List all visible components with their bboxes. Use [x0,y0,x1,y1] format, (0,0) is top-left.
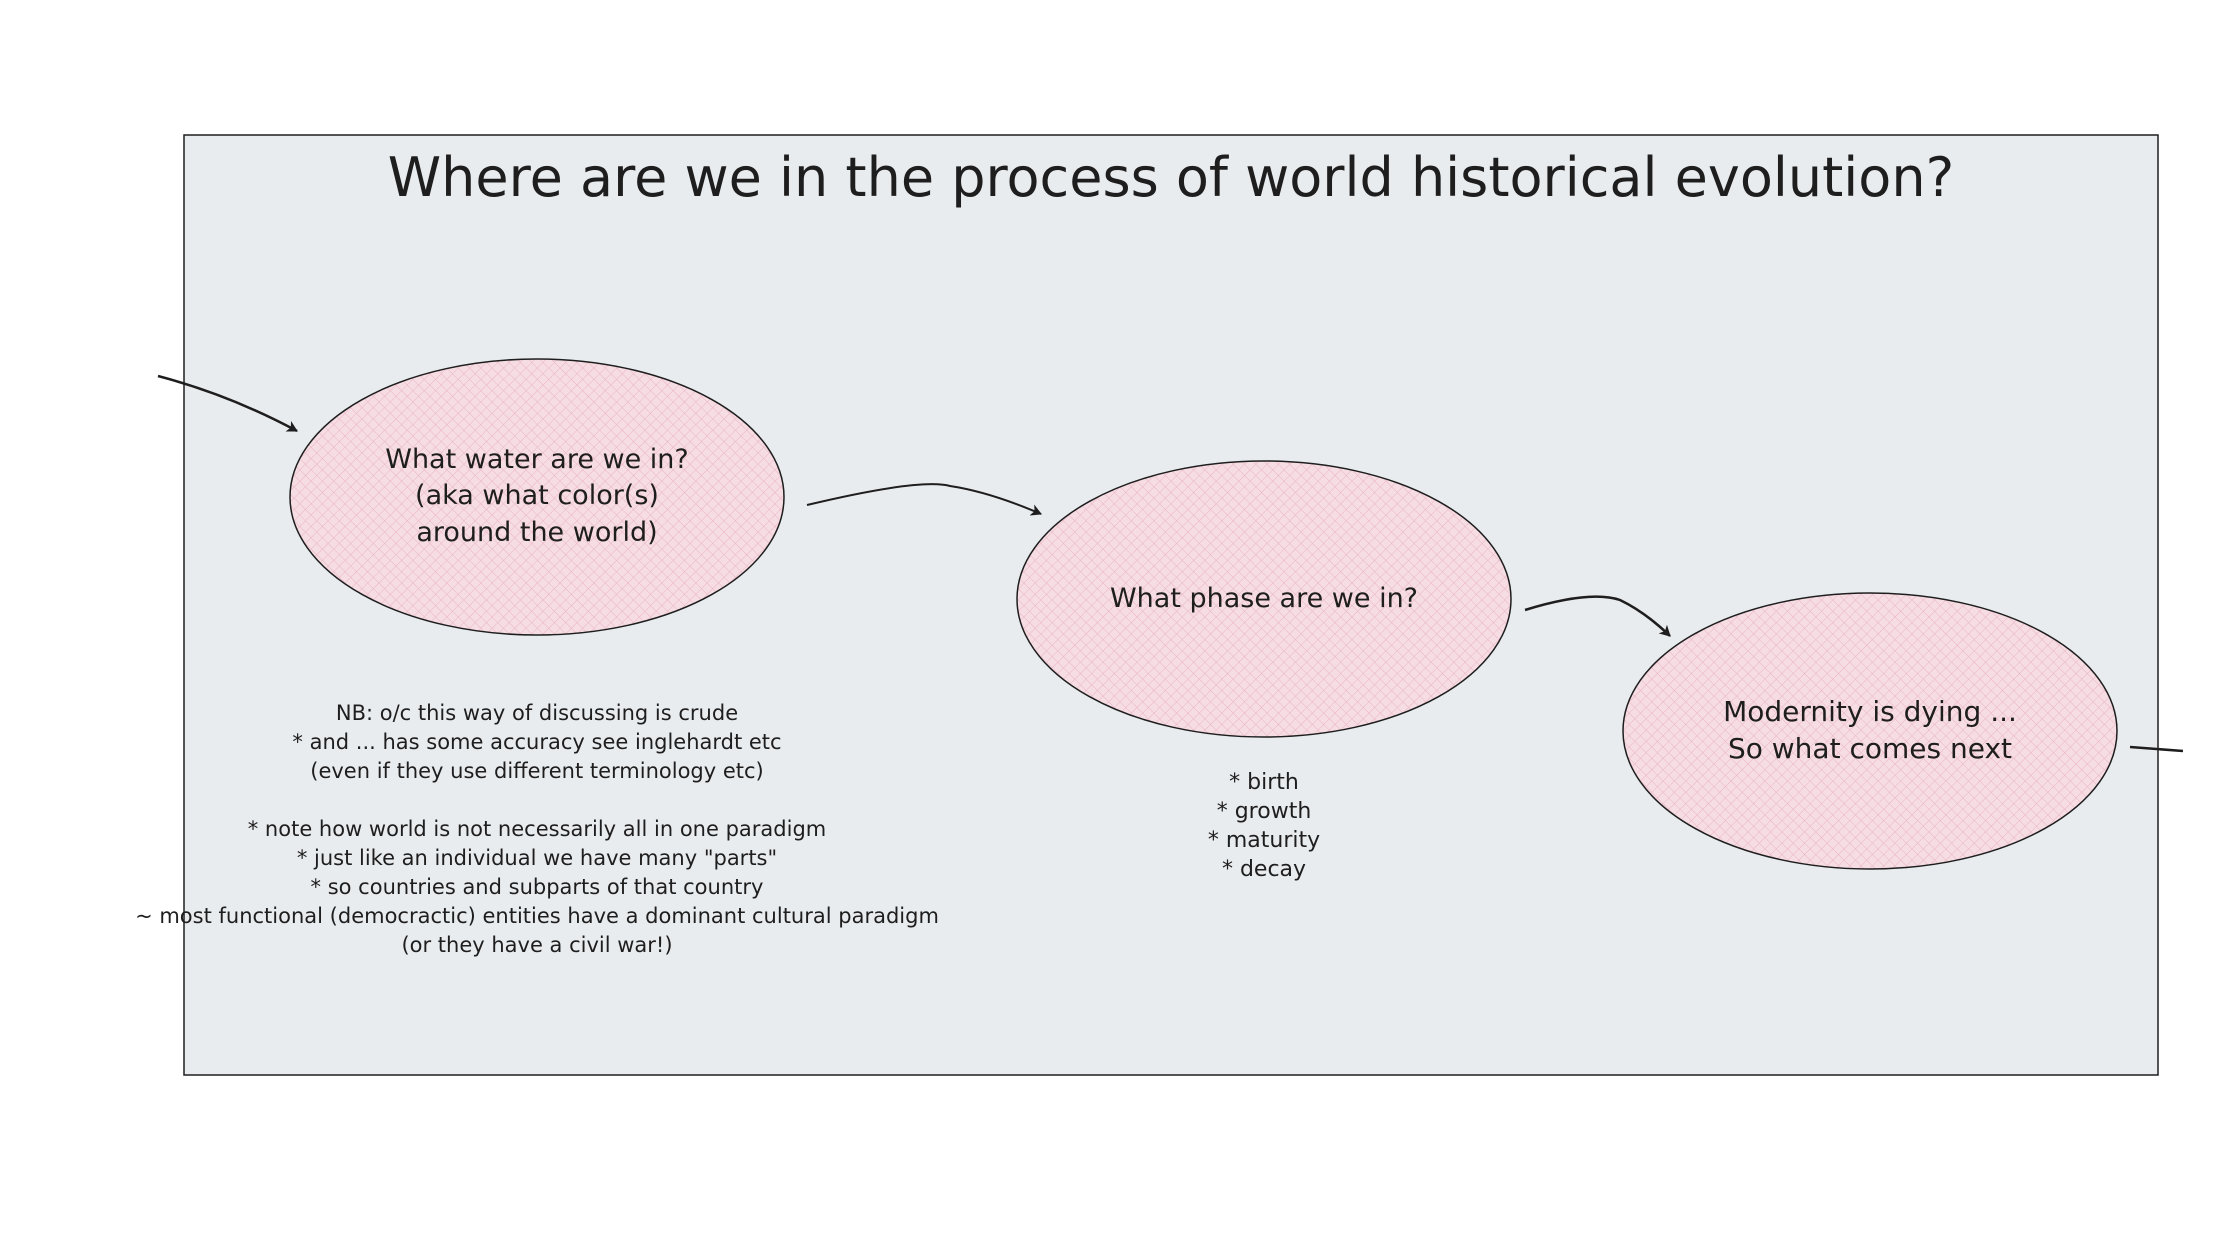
node-phase[interactable]: What phase are we in? [1016,460,1512,738]
phase-item: * birth [1229,770,1299,795]
node-label: What phase are we in? [1110,583,1418,614]
phase-item: * maturity [1208,828,1320,853]
note-line: ~ most functional (democractic) entities… [135,904,939,928]
note-line: * and ... has some accuracy see inglehar… [292,730,781,754]
notes-text: NB: o/c this way of discussing is crude … [135,701,939,957]
node-label: So what comes next [1728,732,2012,765]
node-modernity[interactable]: Modernity is dying ... So what comes nex… [1622,592,2118,870]
phase-item: * growth [1217,799,1312,824]
phase-list: * birth * growth * maturity * decay [1208,770,1320,882]
arrow-out[interactable] [2129,745,2184,753]
arrow-2-3[interactable] [1524,595,1671,637]
page-title: Where are we in the process of world his… [388,146,1954,209]
note-line: * note how world is not necessarily all … [248,817,826,841]
node-label: around the world) [416,517,657,548]
arrow-in[interactable] [157,374,298,433]
node-label: Modernity is dying ... [1723,695,2017,728]
node-water[interactable]: What water are we in? (aka what color(s)… [289,358,785,636]
note-line: (even if they use different terminology … [310,759,764,783]
node-label: (aka what color(s) [415,480,659,511]
note-line: * just like an individual we have many "… [297,846,777,870]
phase-item: * decay [1222,857,1306,882]
note-line: * so countries and subparts of that coun… [311,875,764,899]
arrow-1-2[interactable] [806,483,1042,516]
node-label: What water are we in? [385,444,689,475]
note-line: (or they have a civil war!) [401,933,672,957]
note-line: NB: o/c this way of discussing is crude [336,701,738,725]
